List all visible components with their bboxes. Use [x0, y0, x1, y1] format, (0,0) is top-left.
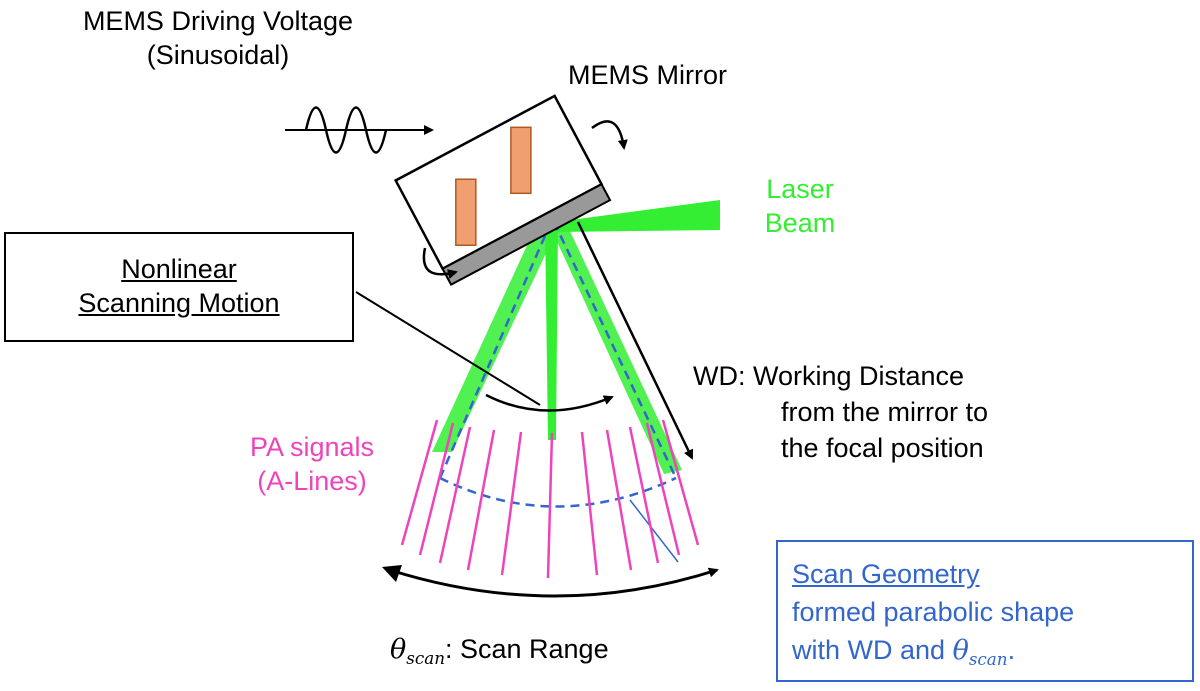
geometry-title: Scan Geometry: [792, 559, 980, 589]
a-line: [645, 422, 681, 556]
wd-line1: WD: Working Distance: [693, 361, 965, 391]
driving-voltage-line2: (Sinusoidal): [146, 40, 290, 70]
geometry-line2: formed parabolic shape: [792, 597, 1075, 627]
nonlinear-line2: Scanning Motion: [78, 288, 280, 318]
laser-incoming-beam: [556, 200, 720, 232]
nonlinear-motion-box: [4, 232, 354, 342]
a-line: [661, 419, 700, 546]
theta-subscript: scan: [406, 647, 445, 668]
rotation-arrow-top: [591, 120, 628, 150]
scan-geometry-dashed: [438, 221, 679, 563]
wd-line2: from the mirror to: [781, 397, 989, 427]
scan-geometry-label: Scan Geometry formed parabolic shape wit…: [792, 555, 1074, 678]
scan-range-text: : Scan Range: [444, 634, 609, 664]
laser-beam-label: Laser Beam: [745, 172, 855, 240]
a-line: [546, 432, 554, 579]
a-line: [628, 426, 660, 564]
wd-label: WD: Working Distance from the mirror to …: [693, 358, 988, 466]
geometry-line3-suffix: .: [1007, 635, 1016, 665]
a-line: [605, 429, 633, 571]
geometry-theta-subscript: scan: [968, 648, 1008, 669]
nonlinear-pointer-line: [355, 291, 541, 406]
pa-line1: PA signals: [249, 432, 375, 462]
sinusoidal-signal: [285, 106, 434, 154]
rotation-arrow-bottom: [422, 247, 458, 279]
scan-geometry-box: [776, 540, 1194, 682]
driving-voltage-line1: MEMS Driving Voltage: [82, 6, 354, 36]
nonlinear-motion-label: Nonlinear Scanning Motion: [4, 252, 354, 320]
a-line: [466, 429, 496, 571]
geometry-line3-prefix: with WD and: [792, 635, 946, 665]
scan-range-arrow-left-head: [382, 565, 402, 582]
a-line: [580, 431, 599, 576]
a-line: [438, 426, 472, 564]
nonlinear-motion-arrow: [485, 393, 614, 412]
theta-symbol: θ: [390, 634, 407, 665]
a-line: [400, 419, 439, 546]
driving-voltage-label: MEMS Driving Voltage (Sinusoidal): [58, 4, 378, 72]
laser-line2: Beam: [764, 208, 836, 238]
nonlinear-line1: Nonlinear: [121, 254, 237, 284]
wd-arrow: [576, 221, 694, 460]
geometry-theta-symbol: θ: [952, 635, 969, 666]
laser-fan-left: [432, 215, 558, 452]
wd-line3: the focal position: [781, 433, 984, 463]
actuator-left: [455, 178, 477, 246]
a-line: [418, 422, 455, 556]
scan-range-arrow: [389, 567, 719, 598]
mirror-plate: [441, 182, 612, 286]
laser-fan-center: [545, 222, 558, 440]
pa-line2: (A-Lines): [257, 466, 367, 496]
actuator-right: [510, 126, 532, 195]
geometry-line3: with WD and θscan.: [792, 631, 1074, 678]
mems-mirror-label: MEMS Mirror: [568, 60, 727, 90]
laser-line1: Laser: [766, 174, 834, 204]
scan-range-label: θscan: Scan Range: [390, 632, 609, 675]
pa-signals-label: PA signals (A-Lines): [222, 430, 402, 498]
mems-mirror: [393, 94, 612, 286]
a-line: [500, 431, 523, 576]
pa-signal-lines: [400, 419, 700, 579]
